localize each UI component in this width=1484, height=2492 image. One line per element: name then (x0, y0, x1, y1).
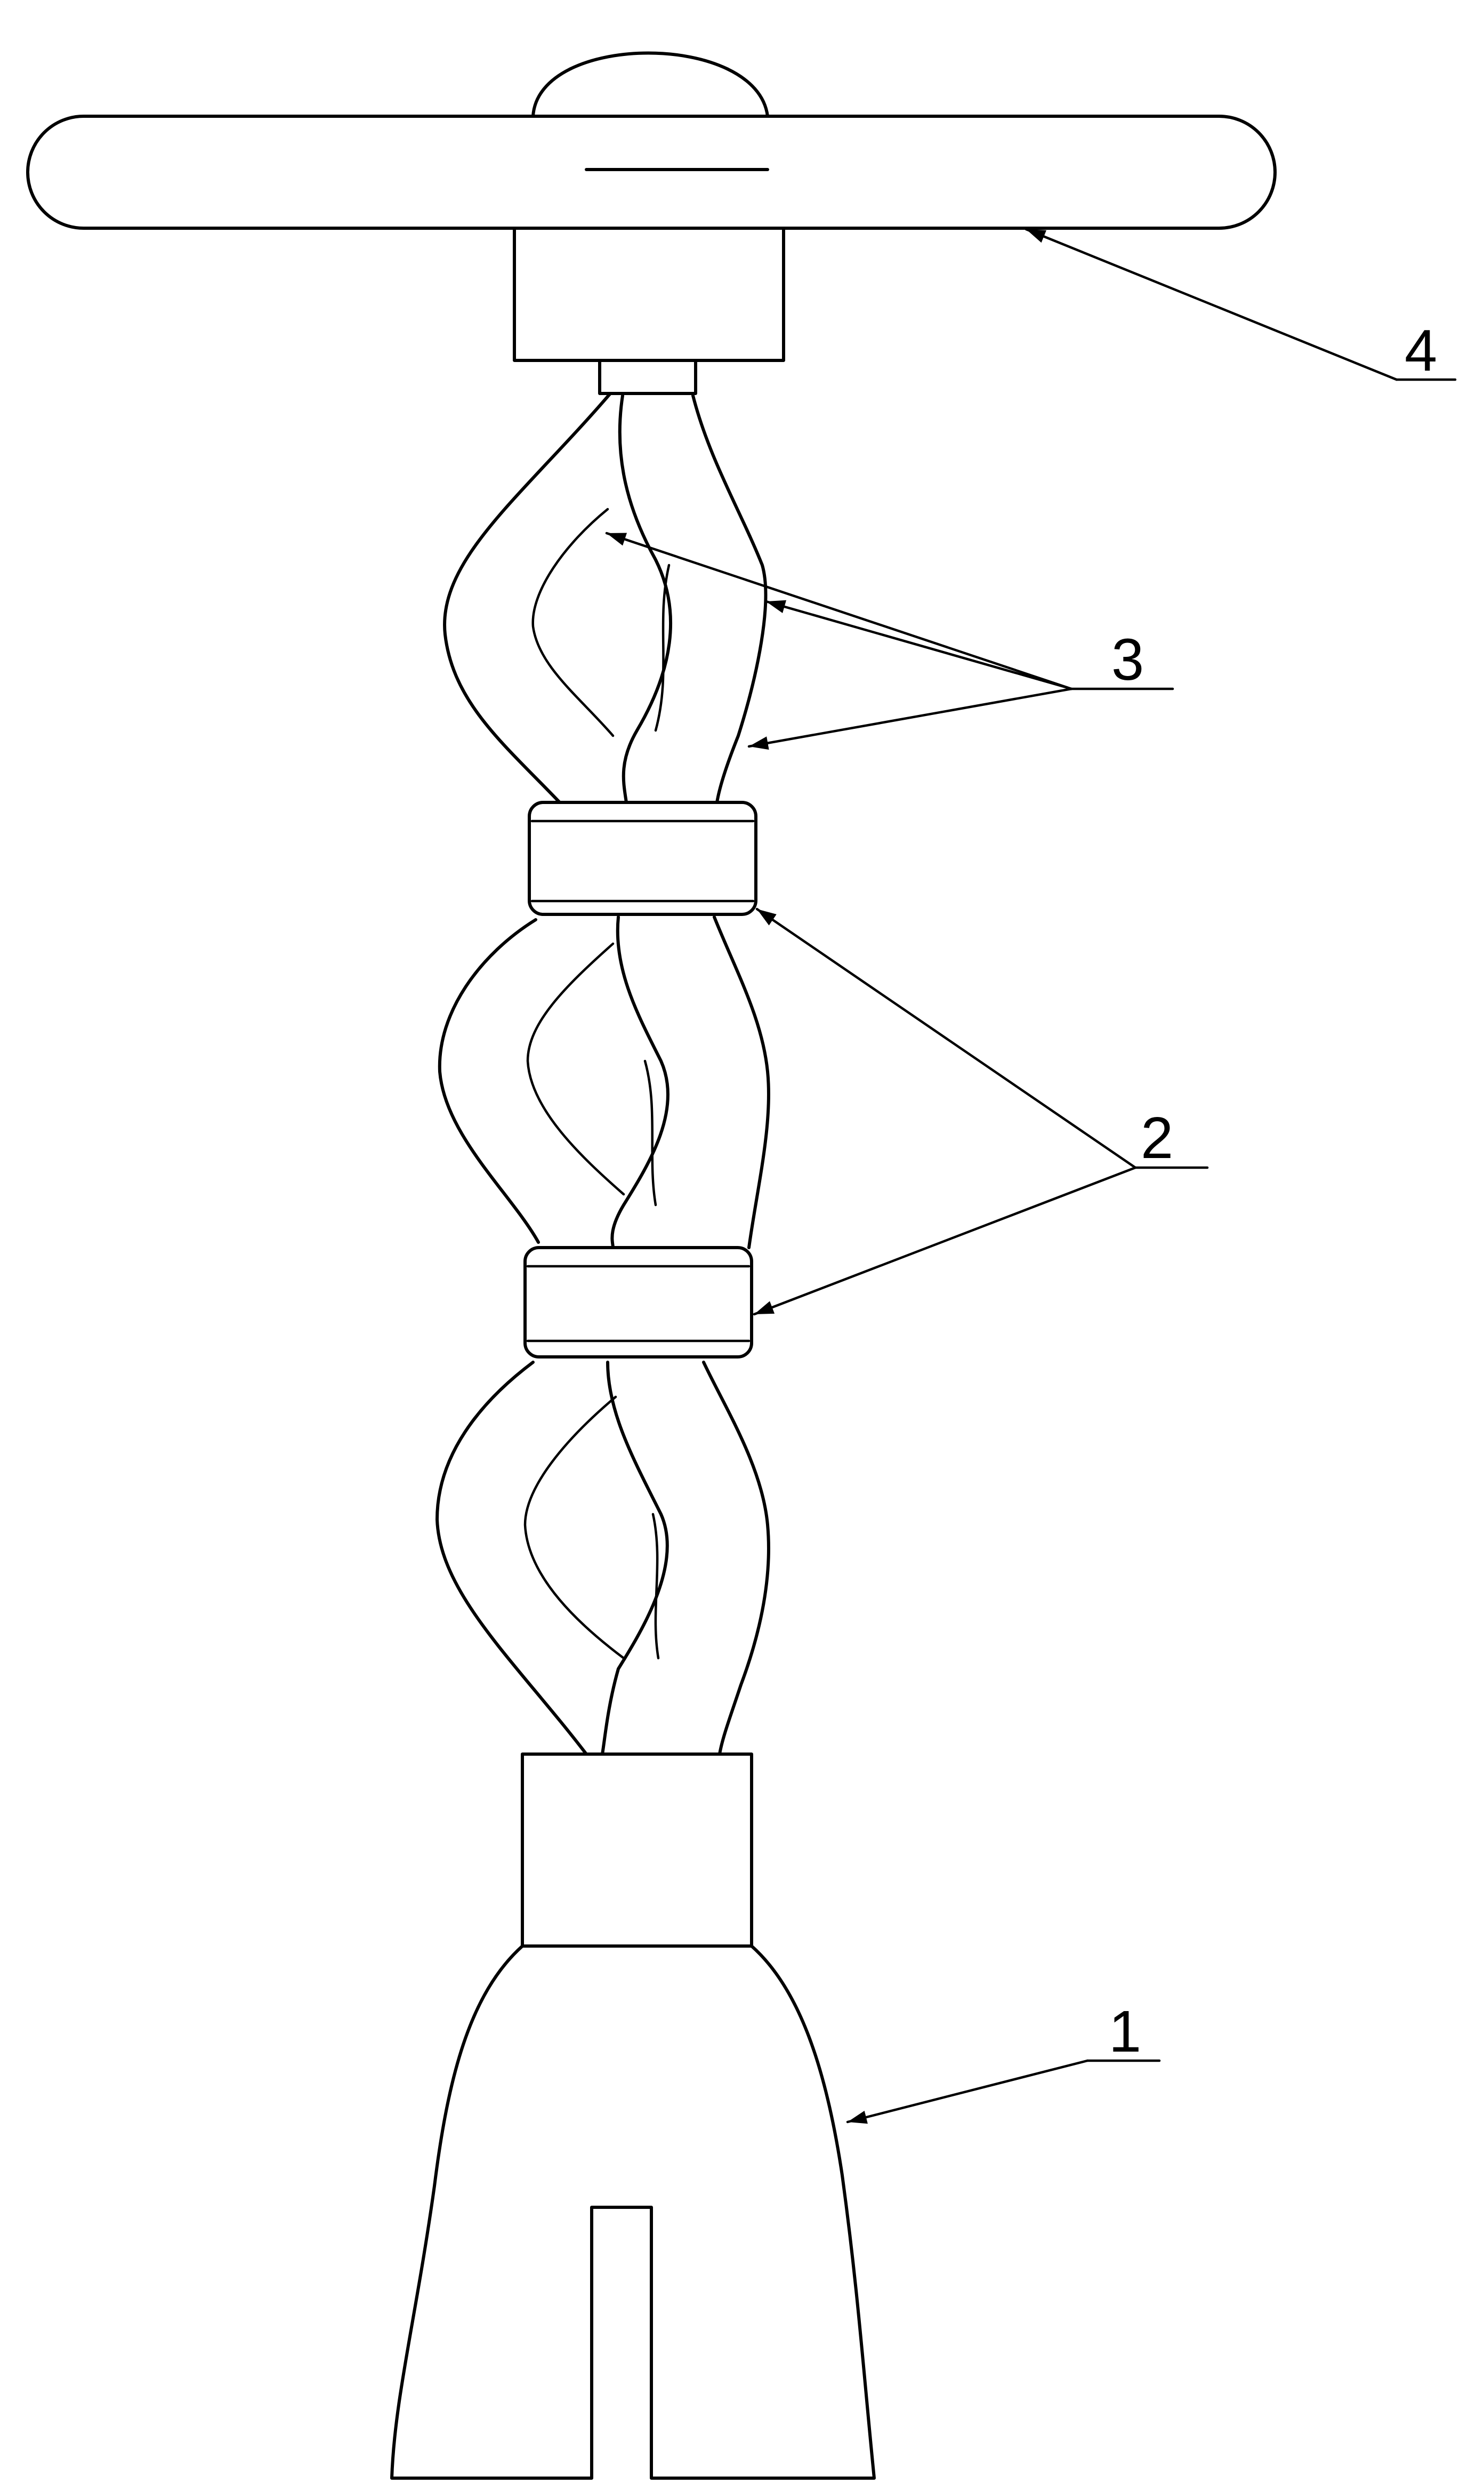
handle-dome (531, 51, 769, 118)
handle-hub (513, 227, 785, 362)
ferrule-lower (523, 1246, 753, 1358)
handle-bar (26, 115, 1277, 230)
callout-4: 4 (1025, 228, 1457, 383)
base-body (390, 1944, 876, 2480)
handle (26, 51, 1277, 395)
ferrule-upper (528, 801, 757, 916)
base (390, 1753, 876, 2480)
base-socket (521, 1753, 753, 1948)
callout-2: 2 (753, 907, 1209, 1316)
twisted-strands-lower (435, 1361, 770, 1756)
callout-1: 1 (846, 1999, 1161, 2124)
label-2: 2 (1141, 1105, 1173, 1171)
label-1: 1 (1109, 1999, 1141, 2064)
twisted-strands-upper (443, 392, 768, 804)
twisted-strands-middle (438, 915, 770, 1249)
handle-collar (598, 359, 697, 395)
label-3: 3 (1111, 627, 1144, 693)
label-4: 4 (1405, 318, 1437, 383)
callout-3: 3 (605, 532, 1174, 750)
